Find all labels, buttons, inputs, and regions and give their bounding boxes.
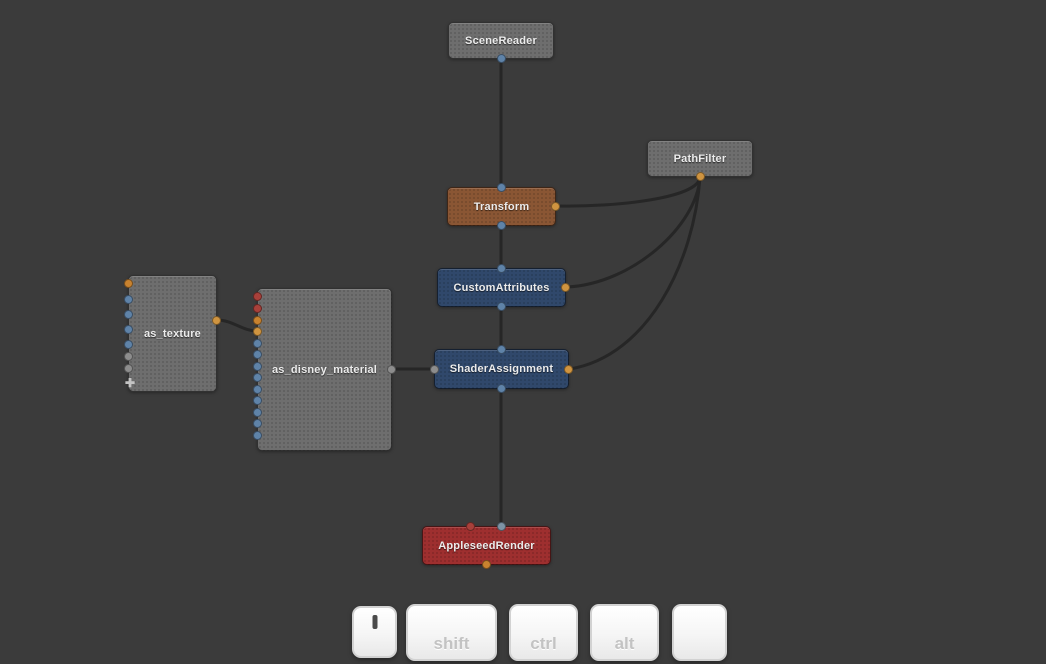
blue-plug-port[interactable]: [124, 340, 133, 349]
red-plug-port[interactable]: [253, 292, 262, 301]
blue-plug-port[interactable]: [253, 431, 262, 440]
edge-pathfilter-to-transform[interactable]: [555, 175, 702, 208]
orange-plug-port[interactable]: [253, 316, 262, 325]
blue-plug-port[interactable]: [497, 221, 506, 230]
blue-plug-port[interactable]: [497, 264, 506, 273]
blue-plug-port[interactable]: [124, 295, 133, 304]
node-label: PathFilter: [673, 152, 727, 165]
orange-plug-port[interactable]: [124, 279, 133, 288]
node-shader-assignment[interactable]: ShaderAssignment: [430, 345, 573, 393]
blue-plug-port[interactable]: [497, 54, 506, 63]
yellow-plug-port[interactable]: [551, 202, 560, 211]
node-label: as_disney_material: [271, 363, 378, 376]
gray-plug-port[interactable]: [124, 364, 133, 373]
add-plug-icon[interactable]: ✚: [124, 376, 136, 390]
blue-plug-port[interactable]: [253, 339, 262, 348]
blue-plug-port[interactable]: [497, 384, 506, 393]
blue-plug-port[interactable]: [124, 310, 133, 319]
node-scene-reader[interactable]: SceneReader: [448, 22, 554, 63]
blue-plug-port[interactable]: [497, 345, 506, 354]
bluegray-plug-port[interactable]: [497, 522, 506, 531]
gray-plug-port[interactable]: [430, 365, 439, 374]
blue-plug-port[interactable]: [253, 408, 262, 417]
node-custom-attributes[interactable]: CustomAttributes: [437, 264, 570, 311]
node-label: ShaderAssignment: [449, 363, 554, 375]
yellow-plug-port[interactable]: [561, 283, 570, 292]
yellow-plug-port[interactable]: [696, 172, 705, 181]
edge-pathfilter-to-customattributes[interactable]: [565, 175, 702, 289]
node-label: as_texture: [143, 327, 202, 340]
edge-astexture-to-asdisneymaterial[interactable]: [215, 318, 259, 333]
yellow-plug-port[interactable]: [564, 365, 573, 374]
node-label: Transform: [473, 200, 530, 213]
blue-plug-port[interactable]: [124, 325, 133, 334]
blue-plug-port[interactable]: [253, 419, 262, 428]
node-as-disney-material[interactable]: as_disney_material: [253, 288, 396, 451]
yellow-plug-port[interactable]: [253, 327, 262, 336]
node-appleseed-render[interactable]: AppleseedRender: [422, 522, 551, 569]
node-label: AppleseedRender: [438, 539, 535, 552]
red-plug-port[interactable]: [466, 522, 475, 531]
blue-plug-port[interactable]: [497, 183, 506, 192]
blue-plug-port[interactable]: [497, 302, 506, 311]
blue-plug-port[interactable]: [253, 373, 262, 382]
node-transform[interactable]: Transform: [447, 183, 560, 230]
blue-plug-port[interactable]: [253, 362, 262, 371]
yellow-plug-port[interactable]: [212, 316, 221, 325]
edge-pathfilter-to-shaderassignment[interactable]: [568, 175, 702, 371]
blue-plug-port[interactable]: [253, 396, 262, 405]
node-path-filter[interactable]: PathFilter: [647, 140, 753, 181]
orange-plug-port[interactable]: [482, 560, 491, 569]
red-plug-port[interactable]: [253, 304, 262, 313]
gray-plug-port[interactable]: [387, 365, 396, 374]
blue-plug-port[interactable]: [253, 350, 262, 359]
blue-plug-port[interactable]: [253, 385, 262, 394]
node-label: CustomAttributes: [453, 281, 550, 294]
node-as-texture[interactable]: as_texture ✚: [124, 275, 221, 392]
gray-plug-port[interactable]: [124, 352, 133, 361]
node-label: SceneReader: [465, 34, 537, 47]
